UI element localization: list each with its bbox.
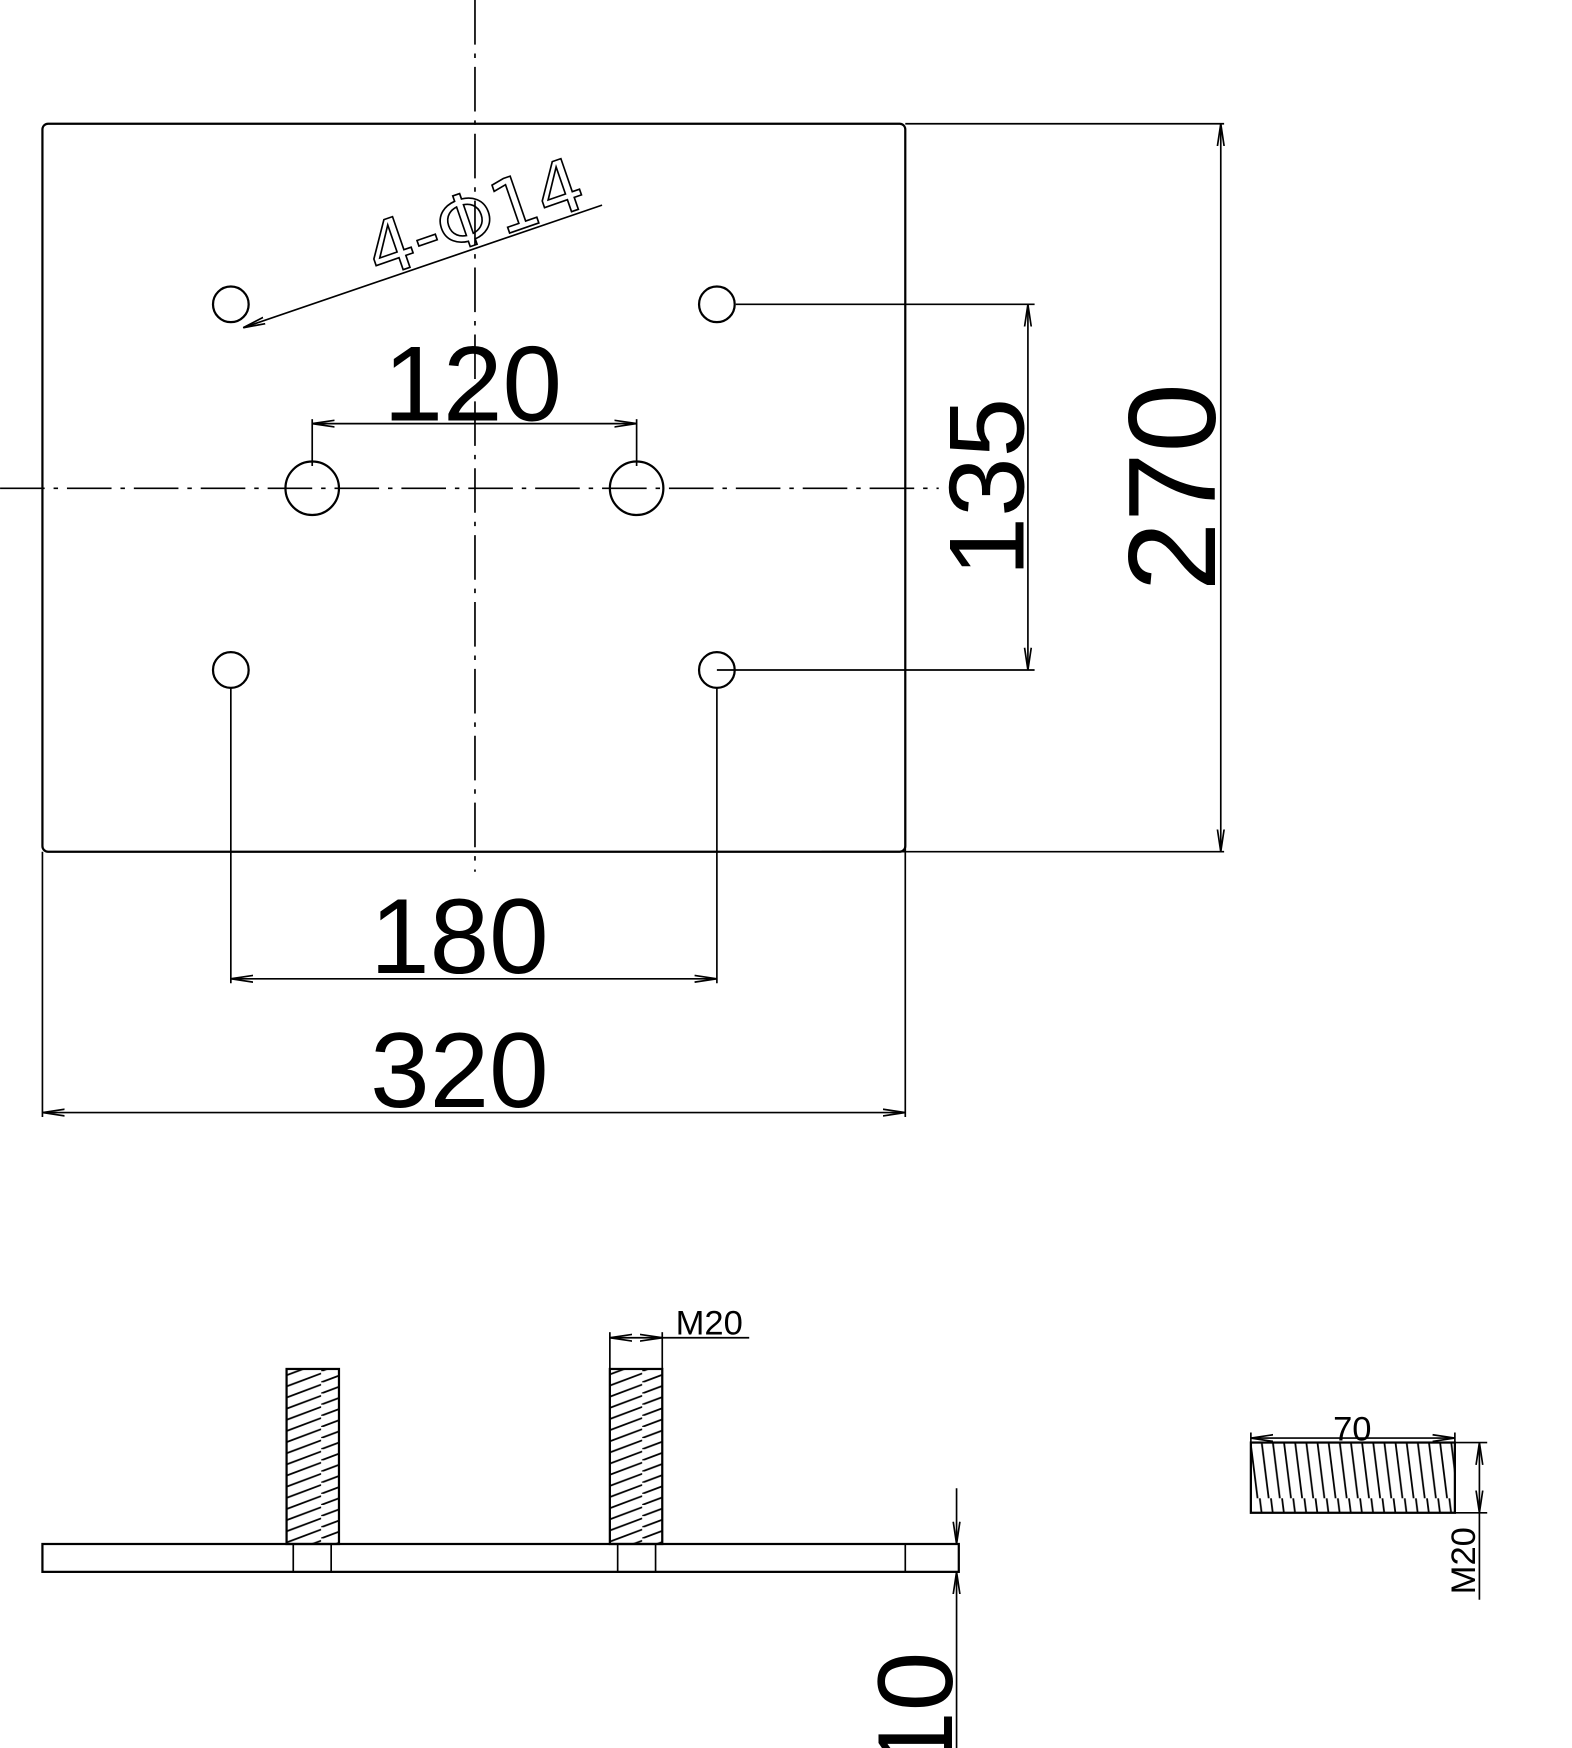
dim-m20-detail-label: M20 [1445, 1527, 1483, 1594]
dim-320-label: 320 [370, 1010, 549, 1130]
hole-top-right [697, 285, 736, 324]
stud-right [608, 1367, 664, 1546]
top-view: 4-Φ14 120 135 270 180 320 [0, 0, 1242, 1130]
stud-left-hole [292, 1543, 332, 1573]
stud-detail-body [1249, 1441, 1456, 1514]
stud-right-hole [616, 1543, 657, 1573]
side-view: M20 10 [41, 1304, 975, 1748]
dim-270-label: 270 [1103, 383, 1242, 591]
dim-70-label: 70 [1333, 1410, 1371, 1448]
side-plate [41, 1542, 960, 1573]
dim-m20-label: M20 [676, 1304, 743, 1342]
dim-135-label: 135 [926, 398, 1046, 577]
hole-callout-leader [243, 204, 603, 328]
dim-180-label: 180 [370, 876, 549, 996]
hole-top-left [211, 285, 250, 324]
stud-left [285, 1367, 341, 1546]
hole-bottom-left [211, 651, 250, 689]
dim-120-label: 120 [383, 323, 562, 443]
stud-detail: 70 M20 [1249, 1410, 1488, 1600]
dim-10-label: 10 [855, 1652, 975, 1748]
